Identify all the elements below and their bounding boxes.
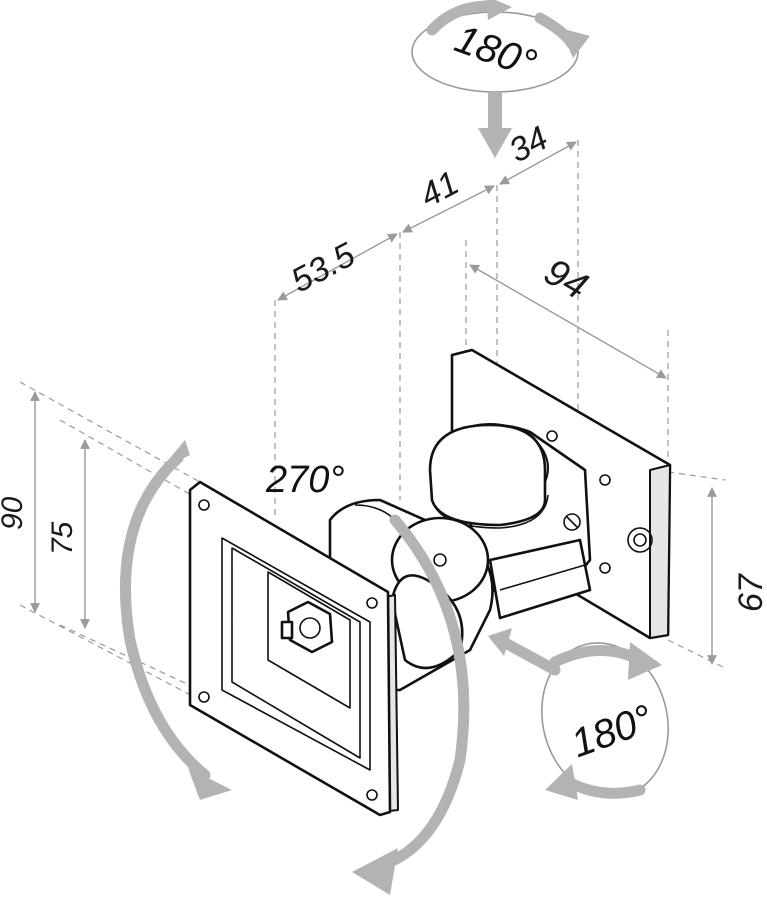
dimension-label: 67 xyxy=(732,573,767,612)
dimension-label: 75 xyxy=(46,521,79,555)
vesa-plate xyxy=(188,480,399,817)
tilt-rotation-label: 270° xyxy=(265,459,345,501)
dimension-lines xyxy=(30,141,717,665)
dimension-label: 94 xyxy=(537,251,595,309)
top-rotation-indicator: 180° xyxy=(411,0,590,158)
dimension-label: 34 xyxy=(503,119,554,170)
bottom-rotation-label: 180° xyxy=(566,697,659,767)
top-rotation-label: 180° xyxy=(449,17,542,87)
dimension-label: 41 xyxy=(414,164,465,215)
dimension-label: 90 xyxy=(0,496,29,530)
tilt-rotation-indicator: 270° xyxy=(120,440,470,895)
bottom-rotation-indicator: 180° xyxy=(488,628,669,800)
